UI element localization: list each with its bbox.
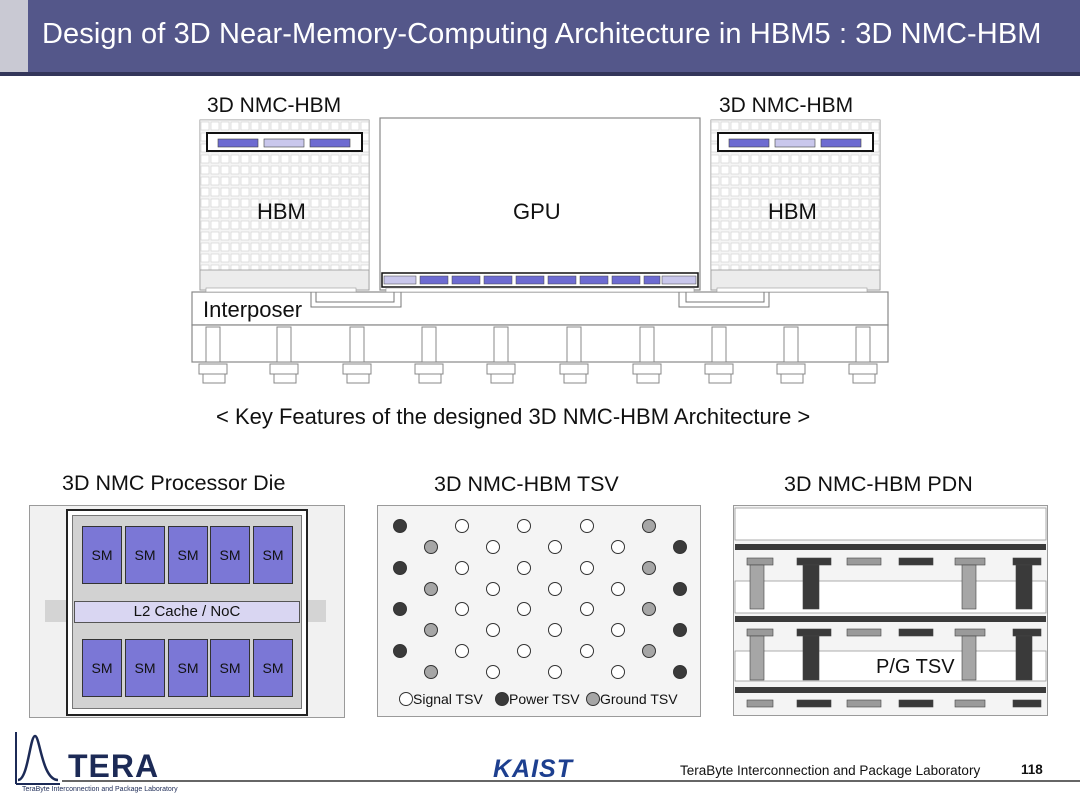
page-number: 118	[1021, 762, 1043, 777]
pg-tsv-label: P/G TSV	[876, 656, 955, 678]
sm-block: SM	[82, 639, 122, 697]
right-hbm-label: HBM	[768, 199, 817, 224]
tsv-panel: Signal TSV Power TSV Ground TSV	[377, 505, 701, 717]
footer-rule	[30, 780, 1080, 782]
gpu-die	[379, 117, 701, 291]
sm-block: SM	[168, 639, 208, 697]
sm-block: SM	[168, 526, 208, 584]
sm-block: SM	[125, 639, 165, 697]
signal-tsv-legend: Signal TSV	[413, 691, 483, 707]
signal-tsv-legend-marker	[399, 692, 413, 706]
sm-block: SM	[210, 639, 250, 697]
sm-block: SM	[253, 639, 293, 697]
tsv-array	[393, 519, 687, 679]
key-features-caption: < Key Features of the designed 3D NMC-HB…	[216, 404, 811, 429]
left-hbm-stack	[199, 119, 370, 291]
sm-block: SM	[210, 526, 250, 584]
processor-die-panel: L2 Cache / NoC SM SM SM SM SM SM SM SM S…	[29, 505, 345, 718]
title-underline	[0, 72, 1080, 76]
right-stack-label: 3D NMC-HBM	[719, 94, 854, 117]
nmc-hbm-architecture-diagram	[191, 117, 889, 384]
l2-cache-noc: L2 Cache / NoC	[74, 601, 300, 623]
pdn-cross-section	[733, 505, 1048, 716]
left-hbm-label: HBM	[257, 199, 306, 224]
tera-logo-subtitle: TeraByte Interconnection and Package Lab…	[22, 786, 178, 793]
interposer-label: Interposer	[203, 297, 303, 322]
tsv-title: 3D NMC-HBM TSV	[434, 472, 619, 496]
left-stack-label: 3D NMC-HBM	[207, 94, 342, 117]
package-bumps	[198, 326, 878, 384]
tera-logo-icon	[12, 730, 62, 786]
gpu-label: GPU	[513, 199, 561, 224]
microbumps	[205, 287, 868, 293]
sm-block: SM	[253, 526, 293, 584]
processor-die-title: 3D NMC Processor Die	[62, 471, 286, 495]
power-tsv-legend: Power TSV	[509, 691, 580, 707]
sm-block: SM	[82, 526, 122, 584]
title-accent	[0, 0, 28, 72]
ground-tsv-legend: Ground TSV	[600, 691, 678, 707]
lab-name: TeraByte Interconnection and Package Lab…	[680, 763, 981, 778]
right-hbm-stack	[710, 119, 881, 291]
kaist-logo: KAIST	[493, 755, 573, 783]
sm-block: SM	[125, 526, 165, 584]
tera-logo-text: TERA	[68, 748, 160, 784]
pdn-title: 3D NMC-HBM PDN	[784, 472, 973, 496]
title-bar	[0, 0, 1080, 72]
slide-title: Design of 3D Near-Memory-Computing Archi…	[42, 18, 1042, 50]
power-tsv-legend-marker	[495, 692, 509, 706]
package-substrate	[191, 324, 889, 363]
interposer-routing	[310, 290, 770, 308]
ground-tsv-legend-marker	[586, 692, 600, 706]
